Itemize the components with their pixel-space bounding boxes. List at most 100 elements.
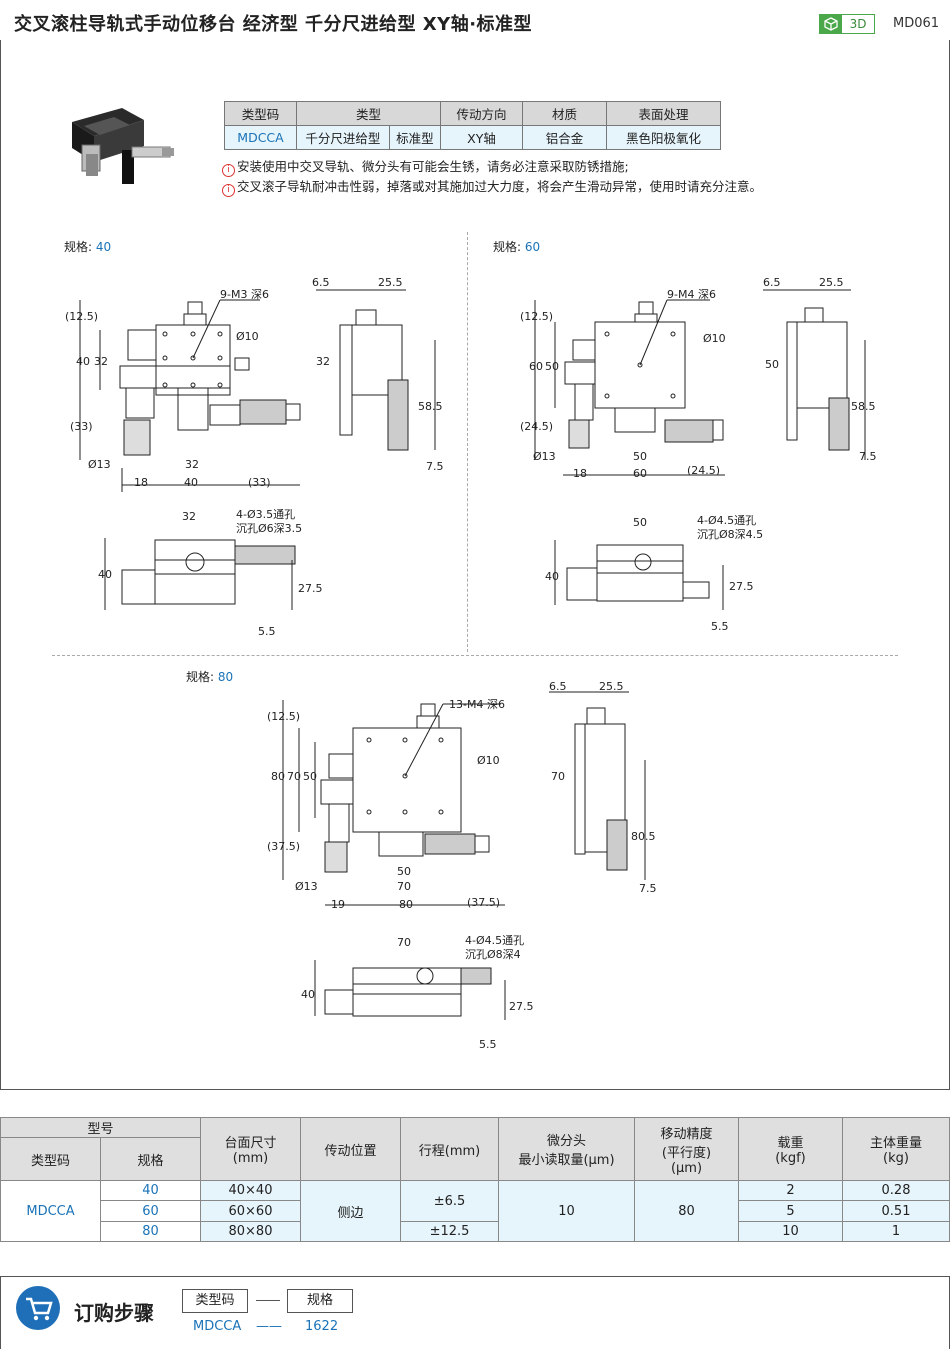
dim-label: 40 — [545, 570, 559, 583]
product-image — [52, 100, 182, 188]
dim-label: 40 — [184, 476, 198, 489]
dim-label: 4-Ø4.5通孔 — [697, 514, 756, 527]
dim-label: 32 — [185, 458, 199, 471]
spec-header: 类型 — [296, 101, 441, 126]
spec-cell: XY轴 — [440, 125, 523, 150]
divider — [467, 232, 468, 652]
cell-micro: 10 — [498, 1180, 635, 1242]
order-box-size: 规格 — [287, 1289, 353, 1313]
spec-cell: 黑色阳极氧化 — [606, 125, 721, 150]
dim-label: 7.5 — [859, 450, 877, 463]
dim-label: Ø13 — [88, 458, 111, 471]
cell-load: 10 — [738, 1221, 843, 1242]
cell-size: 80 — [100, 1221, 201, 1242]
cell-table: 40×40 — [200, 1180, 301, 1201]
spec-cell: 千分尺进给型 — [296, 125, 390, 150]
3d-model-button[interactable]: 3D — [819, 14, 875, 34]
dim-label: Ø10 — [236, 330, 259, 343]
cell-stroke: ±12.5 — [400, 1221, 499, 1242]
cube-icon — [820, 15, 842, 33]
dim-label: 70 — [397, 880, 411, 893]
dim-label: 70 — [551, 770, 565, 783]
dim-label: 7.5 — [426, 460, 444, 473]
dim-label: (12.5) — [520, 310, 553, 323]
th-type-code: 类型码 — [0, 1137, 101, 1181]
dim-label: Ø10 — [477, 754, 500, 767]
dim-label: 4-Ø3.5通孔 — [236, 508, 295, 521]
spec-header: 表面处理 — [606, 101, 721, 126]
dim-label: 50 — [397, 865, 411, 878]
drawing-60: 9-M4 深6 6.5 25.5 (12.5) 60 50 (24.5) Ø10… — [520, 276, 877, 633]
spec-cell: 标准型 — [388, 125, 442, 150]
dim-label: 27.5 — [509, 1000, 534, 1013]
model-table: 型号 台面尺寸 (mm) 传动位置 行程(mm) 微分头 最小读取量(μm) 移… — [0, 1117, 950, 1242]
cell-accuracy: 80 — [634, 1180, 739, 1242]
dim-label: 27.5 — [298, 582, 323, 595]
dim-label: 25.5 — [378, 276, 403, 289]
dim-label: 50 — [303, 770, 317, 783]
order-box-type: 类型码 — [182, 1289, 248, 1313]
dim-label: 60 — [529, 360, 543, 373]
dim-label: 18 — [134, 476, 148, 489]
dim-label: 7.5 — [639, 882, 657, 895]
dim-label: 70 — [397, 936, 411, 949]
dim-label: (12.5) — [267, 710, 300, 723]
dim-label: 19 — [331, 898, 345, 911]
dim-label: 沉孔Ø6深3.5 — [236, 522, 302, 535]
dim-label: 9-M4 深6 — [667, 288, 716, 301]
dim-label: 6.5 — [312, 276, 330, 289]
spec-header: 类型码 — [224, 101, 297, 126]
th-model: 型号 — [0, 1117, 201, 1138]
spec-header: 材质 — [522, 101, 607, 126]
th-position: 传动位置 — [300, 1117, 401, 1181]
cell-table: 80×80 — [200, 1221, 301, 1242]
dim-label: 32 — [316, 355, 330, 368]
dim-label: (12.5) — [65, 310, 98, 323]
page-title: 交叉滚柱导轨式手动位移台 经济型 千分尺进给型 XY轴·标准型 — [14, 14, 533, 35]
dim-label: 50 — [765, 358, 779, 371]
divider — [52, 655, 898, 656]
dim-label: Ø13 — [533, 450, 556, 463]
cell-load: 2 — [738, 1180, 843, 1201]
cell-type-code: MDCCA — [0, 1180, 101, 1242]
dim-label: Ø10 — [703, 332, 726, 345]
order-value-type: MDCCA — [193, 1319, 242, 1334]
spec-label-60: 规格: 60 — [493, 240, 541, 254]
connector — [256, 1300, 280, 1301]
dim-label: 25.5 — [599, 680, 624, 693]
dim-label: 32 — [182, 510, 196, 523]
3d-label: 3D — [849, 17, 867, 31]
dim-label: 32 — [94, 355, 108, 368]
dim-label: 58.5 — [851, 400, 876, 413]
dim-label: 27.5 — [729, 580, 754, 593]
th-load: 载重 (kgf) — [738, 1117, 843, 1181]
order-title: 订购步骤 — [74, 1301, 154, 1325]
order-dash: —— — [256, 1319, 282, 1334]
dim-label: 沉孔Ø8深4 — [465, 948, 521, 961]
dim-label: 50 — [633, 450, 647, 463]
dim-label: 40 — [98, 568, 112, 581]
dim-label: 6.5 — [549, 680, 567, 693]
dim-label: (37.5) — [267, 840, 300, 853]
dim-label: 80 — [271, 770, 285, 783]
th-size: 规格 — [100, 1137, 201, 1181]
cell-position: 侧边 — [300, 1180, 401, 1242]
th-stroke: 行程(mm) — [400, 1117, 499, 1181]
dim-label: 80 — [399, 898, 413, 911]
dim-label: 50 — [633, 516, 647, 529]
dim-label: (33) — [248, 476, 271, 489]
product-code: MD061 — [893, 16, 940, 31]
dim-label: 50 — [545, 360, 559, 373]
th-micro: 微分头 最小读取量(μm) — [498, 1117, 635, 1181]
dim-label: 40 — [76, 355, 90, 368]
dim-label: 58.5 — [418, 400, 443, 413]
dim-label: 13-M4 深6 — [449, 698, 505, 711]
spec-label-80: 规格: 80 — [186, 670, 234, 684]
spec-label-40: 规格: 40 — [64, 240, 112, 254]
cell-table: 60×60 — [200, 1200, 301, 1222]
order-value-size: 1622 — [305, 1319, 339, 1334]
dim-label: 25.5 — [819, 276, 844, 289]
drawing-40: 9-M3 深6 6.5 25.5 (12.5) 40 32 (33) Ø10 Ø… — [65, 276, 444, 638]
